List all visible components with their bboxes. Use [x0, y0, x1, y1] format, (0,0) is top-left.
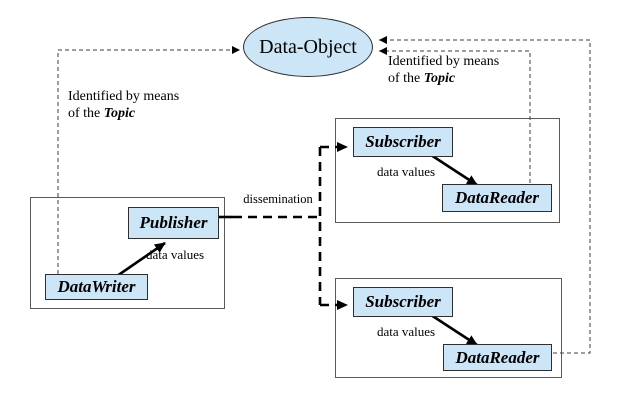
datareader-node-top: DataReader	[442, 184, 552, 212]
data-values-label-writer: data values	[146, 247, 205, 262]
subscriber-node-top: Subscriber	[353, 127, 453, 157]
topic-note-left-line2-prefix: of the	[68, 106, 104, 121]
topic-note-right-line1: Identified by means	[388, 54, 500, 69]
publisher-node: Publisher	[128, 207, 219, 239]
topic-note-right-line2-prefix: of the	[388, 71, 424, 86]
data-flow-arrow-writer-to-publisher	[116, 241, 166, 278]
data-object-node: Data-Object	[243, 17, 373, 77]
dissemination-label: dissemination	[243, 192, 313, 206]
data-flow-arrow-subscriber-bottom-to-reader	[430, 313, 478, 347]
datareader-node-bottom: DataReader	[443, 344, 552, 371]
subscriber-group-box-bottom	[335, 278, 562, 378]
topic-note-left-line1: Identified by means	[68, 89, 180, 104]
publisher-group-box	[30, 197, 225, 309]
datawriter-node: DataWriter	[45, 274, 148, 300]
topic-note-left-topic-word: Topic	[103, 106, 136, 121]
topic-association-top-line	[379, 47, 531, 183]
topic-association-left-line	[57, 46, 240, 274]
subscriber-node-bottom: Subscriber	[353, 287, 453, 317]
data-values-label-top: data values	[377, 164, 436, 179]
data-values-label-bottom: data values	[377, 324, 436, 339]
data-object-label: Data-Object	[259, 35, 357, 58]
topic-association-bottom-line	[379, 36, 591, 354]
topic-note-left: Identified by means of the Topic	[68, 88, 179, 122]
topic-note-right: Identified by means of the Topic	[388, 53, 499, 87]
topic-note-right-topic-word: Topic	[423, 71, 456, 86]
subscriber-group-box-top	[335, 118, 560, 223]
data-flow-arrow-subscriber-top-to-reader	[430, 153, 478, 187]
